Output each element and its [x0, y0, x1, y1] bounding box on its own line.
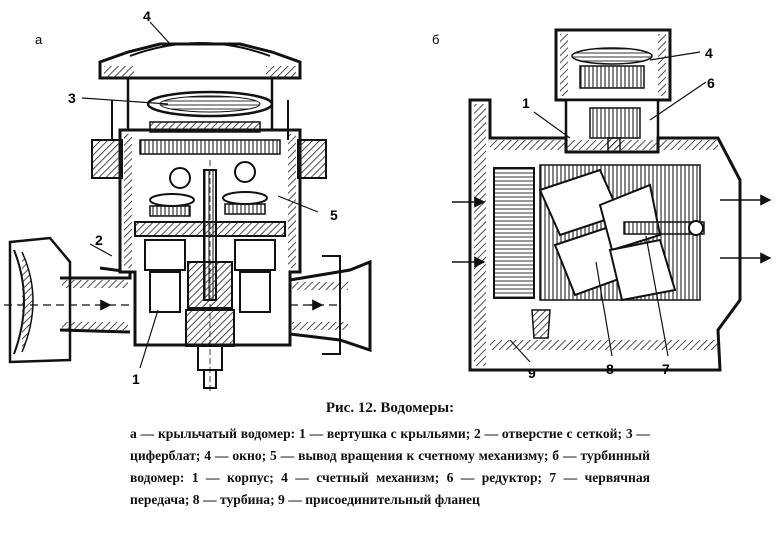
- label-a-5: 5: [330, 207, 338, 223]
- panel-b-letter: б: [432, 32, 439, 47]
- label-b-4: 4: [705, 45, 713, 61]
- label-a-4: 4: [143, 8, 151, 24]
- label-b-7: 7: [662, 361, 670, 377]
- figure-caption: Рис. 12. Водомеры: а — крыльчатый водоме…: [130, 400, 650, 511]
- caption-text: а — крыльчатый водомер: 1 — вертушка с к…: [130, 426, 650, 507]
- label-b-6: 6: [707, 75, 715, 91]
- label-b-1: 1: [522, 95, 530, 111]
- label-a-3: 3: [68, 90, 76, 106]
- turbine-meter-drawing: [452, 28, 772, 372]
- label-b-8: 8: [606, 361, 614, 377]
- label-b-9: 9: [528, 365, 536, 381]
- label-a-2: 2: [95, 232, 103, 248]
- water-meters-figure: а 4 3 2 5 1: [4, 8, 772, 392]
- caption-title: Рис. 12. Водомеры:: [325, 400, 455, 416]
- panel-a-letter: а: [35, 32, 43, 47]
- label-a-1: 1: [132, 371, 140, 387]
- vane-meter-drawing: [4, 21, 372, 392]
